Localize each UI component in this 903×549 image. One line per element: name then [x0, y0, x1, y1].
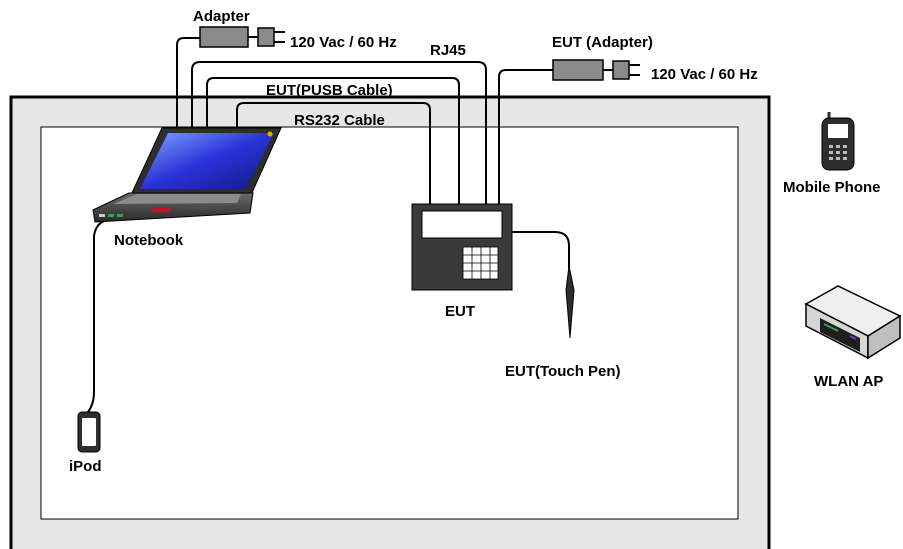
wlan-ap-icon — [804, 285, 902, 360]
eut-adapter-cable — [498, 69, 553, 205]
eut-adapter-label: EUT (Adapter) — [552, 34, 653, 51]
power-right-label: 120 Vac / 60 Hz — [651, 66, 758, 83]
rj45-cable — [191, 61, 487, 205]
eut-adapter-icon — [552, 59, 640, 81]
eut-label: EUT — [445, 303, 475, 320]
rs232-cable-label: RS232 Cable — [294, 112, 385, 129]
mobile-phone-label: Mobile Phone — [783, 179, 881, 196]
eut-device-icon — [411, 203, 513, 291]
notebook-label: Notebook — [114, 232, 184, 249]
pusb-cable — [206, 77, 460, 205]
mobile-phone-icon — [821, 112, 855, 171]
notebook-icon — [92, 127, 282, 223]
eut-keypad — [462, 246, 499, 280]
pusb-cable-label: EUT(PUSB Cable) — [266, 82, 393, 99]
ipod-cable — [87, 219, 109, 413]
wlan-ap-label: WLAN AP — [814, 373, 883, 390]
touch-pen-icon — [565, 265, 575, 339]
rj45-label: RJ45 — [430, 42, 466, 59]
power-left-label: 120 Vac / 60 Hz — [290, 34, 397, 51]
adapter-label: Adapter — [193, 8, 250, 25]
touch-pen-label: EUT(Touch Pen) — [505, 363, 621, 380]
touch-pen-cable — [512, 231, 570, 268]
adapter-cable — [176, 37, 200, 130]
ipod-icon — [77, 411, 101, 453]
cables — [87, 37, 570, 413]
adapter-icon — [199, 26, 285, 48]
ipod-label: iPod — [69, 458, 102, 475]
rs232-cable — [236, 102, 431, 205]
